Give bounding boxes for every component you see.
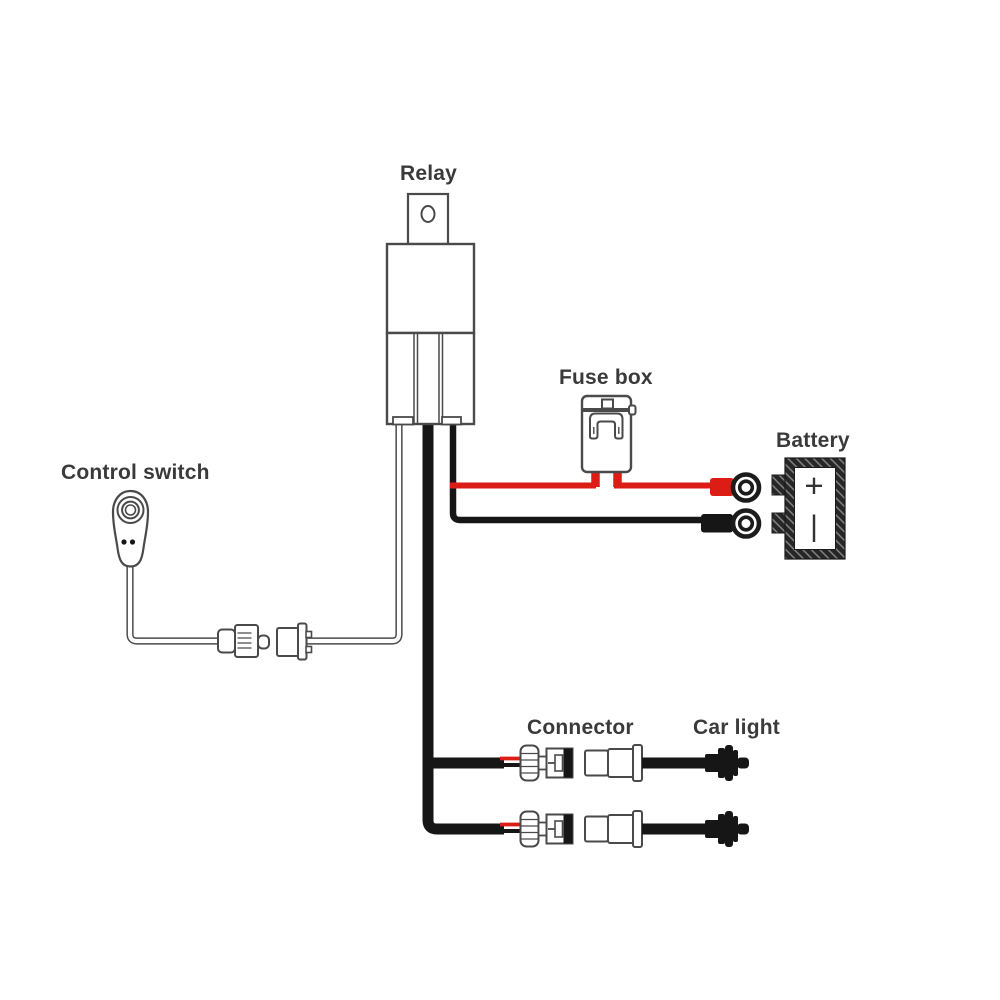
light-1-stub xyxy=(737,757,749,769)
socket-1-flange xyxy=(632,744,643,782)
negative-ring-inner xyxy=(737,515,755,532)
light-2-disc-b xyxy=(725,811,733,847)
fuse-box-group xyxy=(580,394,637,474)
control-switch-group xyxy=(111,489,150,568)
output-connector-2-female xyxy=(584,810,643,848)
switch-button-center xyxy=(124,504,137,516)
socket-2-flange xyxy=(632,810,643,848)
battery-positive-symbol: + xyxy=(804,467,823,504)
light-2-disc-c xyxy=(733,816,738,842)
connector-1-collar xyxy=(519,744,540,782)
wires-group xyxy=(126,424,734,835)
battery-group: + | xyxy=(771,457,846,560)
connector-1-collar-ribs xyxy=(521,752,538,774)
negative-crimp xyxy=(701,514,733,533)
fuse-blade xyxy=(589,412,624,440)
switch-dot-left xyxy=(121,539,127,545)
female-body xyxy=(276,627,300,657)
socket-2-nose xyxy=(584,815,609,843)
car-light-plug-2 xyxy=(705,811,749,847)
male-body xyxy=(234,624,259,658)
light-2-stub xyxy=(737,823,749,835)
male-pin-tip xyxy=(257,634,270,650)
fuse-blade-slots xyxy=(593,427,620,434)
switch-dot-right xyxy=(129,539,136,545)
relay-socket xyxy=(385,331,476,426)
battery-label: Battery xyxy=(776,429,850,452)
relay-mount-hole xyxy=(420,205,436,223)
ring-terminal-negative xyxy=(730,508,762,539)
connector-2-collar-ribs xyxy=(521,818,538,840)
connector-2-key xyxy=(554,820,564,838)
fuse-box-label: Fuse box xyxy=(559,366,653,389)
connector-1-key xyxy=(554,754,564,772)
relay-terminal-right xyxy=(441,416,462,426)
relay-group xyxy=(385,192,476,426)
fuse-box-top-tab xyxy=(601,398,614,410)
light-1-boot xyxy=(705,754,720,772)
female-tab-top xyxy=(305,630,313,639)
relay-body xyxy=(385,242,476,335)
relay-label: Relay xyxy=(400,162,458,185)
battery-terminal-tab-bottom xyxy=(771,512,786,534)
relay-mount-tab xyxy=(406,192,450,246)
switch-button-ring xyxy=(121,500,140,520)
control-switch-label: Control switch xyxy=(61,461,210,484)
relay-trigger-wire xyxy=(307,424,403,645)
light-1-disc-b xyxy=(725,745,733,781)
switch-connector-male xyxy=(217,624,270,658)
relay-socket-dividers xyxy=(413,334,444,423)
battery-negative-symbol: | xyxy=(810,510,818,543)
light-1-disc-a xyxy=(718,748,725,778)
ring-terminal-positive xyxy=(730,472,762,503)
switch-button-outer xyxy=(116,496,145,524)
socket-1-nose xyxy=(584,749,609,777)
connector-1-plug-cap xyxy=(563,748,573,778)
car-light-plug-1 xyxy=(705,745,749,781)
output-harness-wire xyxy=(422,424,504,835)
male-collar xyxy=(217,628,236,654)
connector-2-plug-cap xyxy=(563,814,573,844)
positive-crimp xyxy=(710,478,734,496)
output-connector-1-female xyxy=(584,744,643,782)
switch-connector-female xyxy=(276,622,313,661)
connector-label: Connector xyxy=(527,716,634,739)
female-flange xyxy=(297,622,308,661)
socket-2-body xyxy=(607,814,636,844)
light-1-disc-c xyxy=(733,750,738,776)
output-connector-1-male xyxy=(519,744,574,782)
ground-wire xyxy=(449,424,704,524)
switch-lead-wire xyxy=(126,566,219,645)
connector-2-collar xyxy=(519,810,540,848)
relay-terminal-left xyxy=(392,416,414,426)
car-light-label: Car light xyxy=(693,716,780,739)
connector-2-neck xyxy=(537,821,548,837)
positive-ring-inner xyxy=(737,479,755,496)
male-knurl-lines xyxy=(237,632,252,649)
light-2-boot xyxy=(705,820,720,838)
relay-trigger-wire-core xyxy=(307,424,402,644)
socket-1-body xyxy=(607,748,636,778)
battery-terminal-tab-top xyxy=(771,474,786,496)
battery-cell xyxy=(794,467,836,550)
connector-1-neck xyxy=(537,755,548,771)
female-tab-bottom xyxy=(305,645,313,654)
light-2-disc-a xyxy=(718,814,725,844)
switch-lead-wire-core xyxy=(127,566,219,644)
fuse-box-side-clip xyxy=(628,404,637,416)
output-connector-2-male xyxy=(519,810,574,848)
